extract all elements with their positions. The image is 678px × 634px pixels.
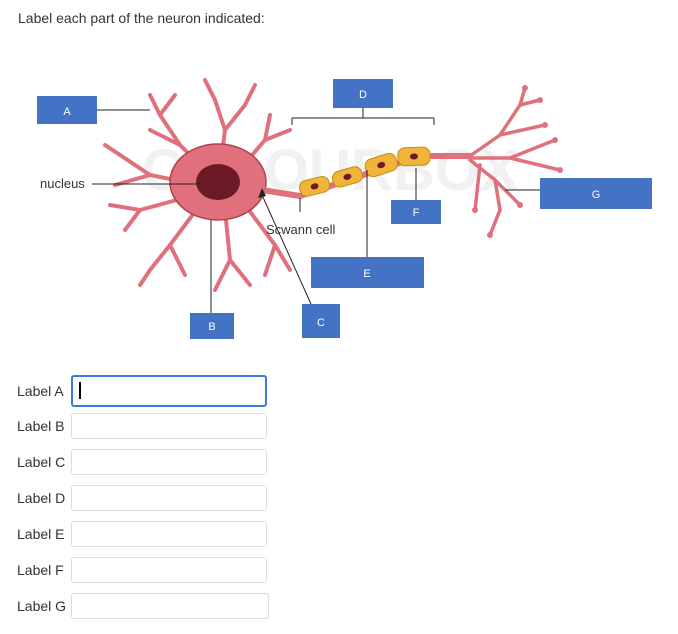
label-box-f: F — [391, 200, 441, 224]
label-box-c: C — [302, 304, 340, 338]
svg-text:E: E — [363, 268, 370, 280]
svg-text:A: A — [63, 106, 71, 118]
nucleus-shape — [196, 164, 240, 200]
label-row-f: Label F — [17, 554, 267, 586]
label-d-input[interactable] — [71, 485, 267, 511]
svg-text:B: B — [208, 321, 215, 333]
svg-text:D: D — [359, 89, 367, 101]
label-row-g: Label G — [17, 590, 269, 622]
svg-text:G: G — [592, 189, 601, 201]
text-caret — [79, 382, 81, 399]
label-d-text: Label D — [17, 490, 66, 506]
leader-lines — [92, 108, 540, 313]
label-a-input[interactable] — [71, 375, 267, 407]
schwann-cells — [299, 146, 431, 197]
svg-text:C: C — [317, 317, 325, 329]
label-row-d: Label D — [17, 482, 267, 514]
label-f-text: Label F — [17, 562, 64, 578]
neuron-illustration: COLOURBOX — [37, 78, 652, 339]
label-box-g: G — [540, 178, 652, 209]
label-box-b: B — [190, 313, 234, 339]
label-box-e: E — [311, 257, 424, 288]
terminal-buttons — [472, 85, 563, 238]
label-row-e: Label E — [17, 518, 267, 550]
label-row-b: Label B — [17, 410, 267, 442]
svg-text:F: F — [413, 207, 420, 219]
label-box-d: D — [333, 79, 393, 108]
label-row-c: Label C — [17, 446, 267, 478]
label-a-text: Label A — [17, 383, 64, 399]
arrow-head — [258, 188, 266, 198]
label-box-a: A — [37, 96, 97, 124]
label-e-input[interactable] — [71, 521, 267, 547]
schwann-caption: Scwann cell — [266, 222, 335, 237]
label-g-text: Label G — [17, 598, 67, 614]
label-c-text: Label C — [17, 454, 66, 470]
label-g-input[interactable] — [71, 593, 269, 619]
question-instruction: Label each part of the neuron indicated: — [18, 10, 265, 26]
label-f-input[interactable] — [71, 557, 267, 583]
label-b-input[interactable] — [71, 413, 267, 439]
label-row-a: Label A — [17, 375, 267, 407]
nucleus-caption: nucleus — [40, 176, 85, 191]
label-c-input[interactable] — [71, 449, 267, 475]
label-b-text: Label B — [17, 418, 65, 434]
neuron-diagram: COLOURBOX — [0, 60, 678, 350]
label-e-text: Label E — [17, 526, 65, 542]
